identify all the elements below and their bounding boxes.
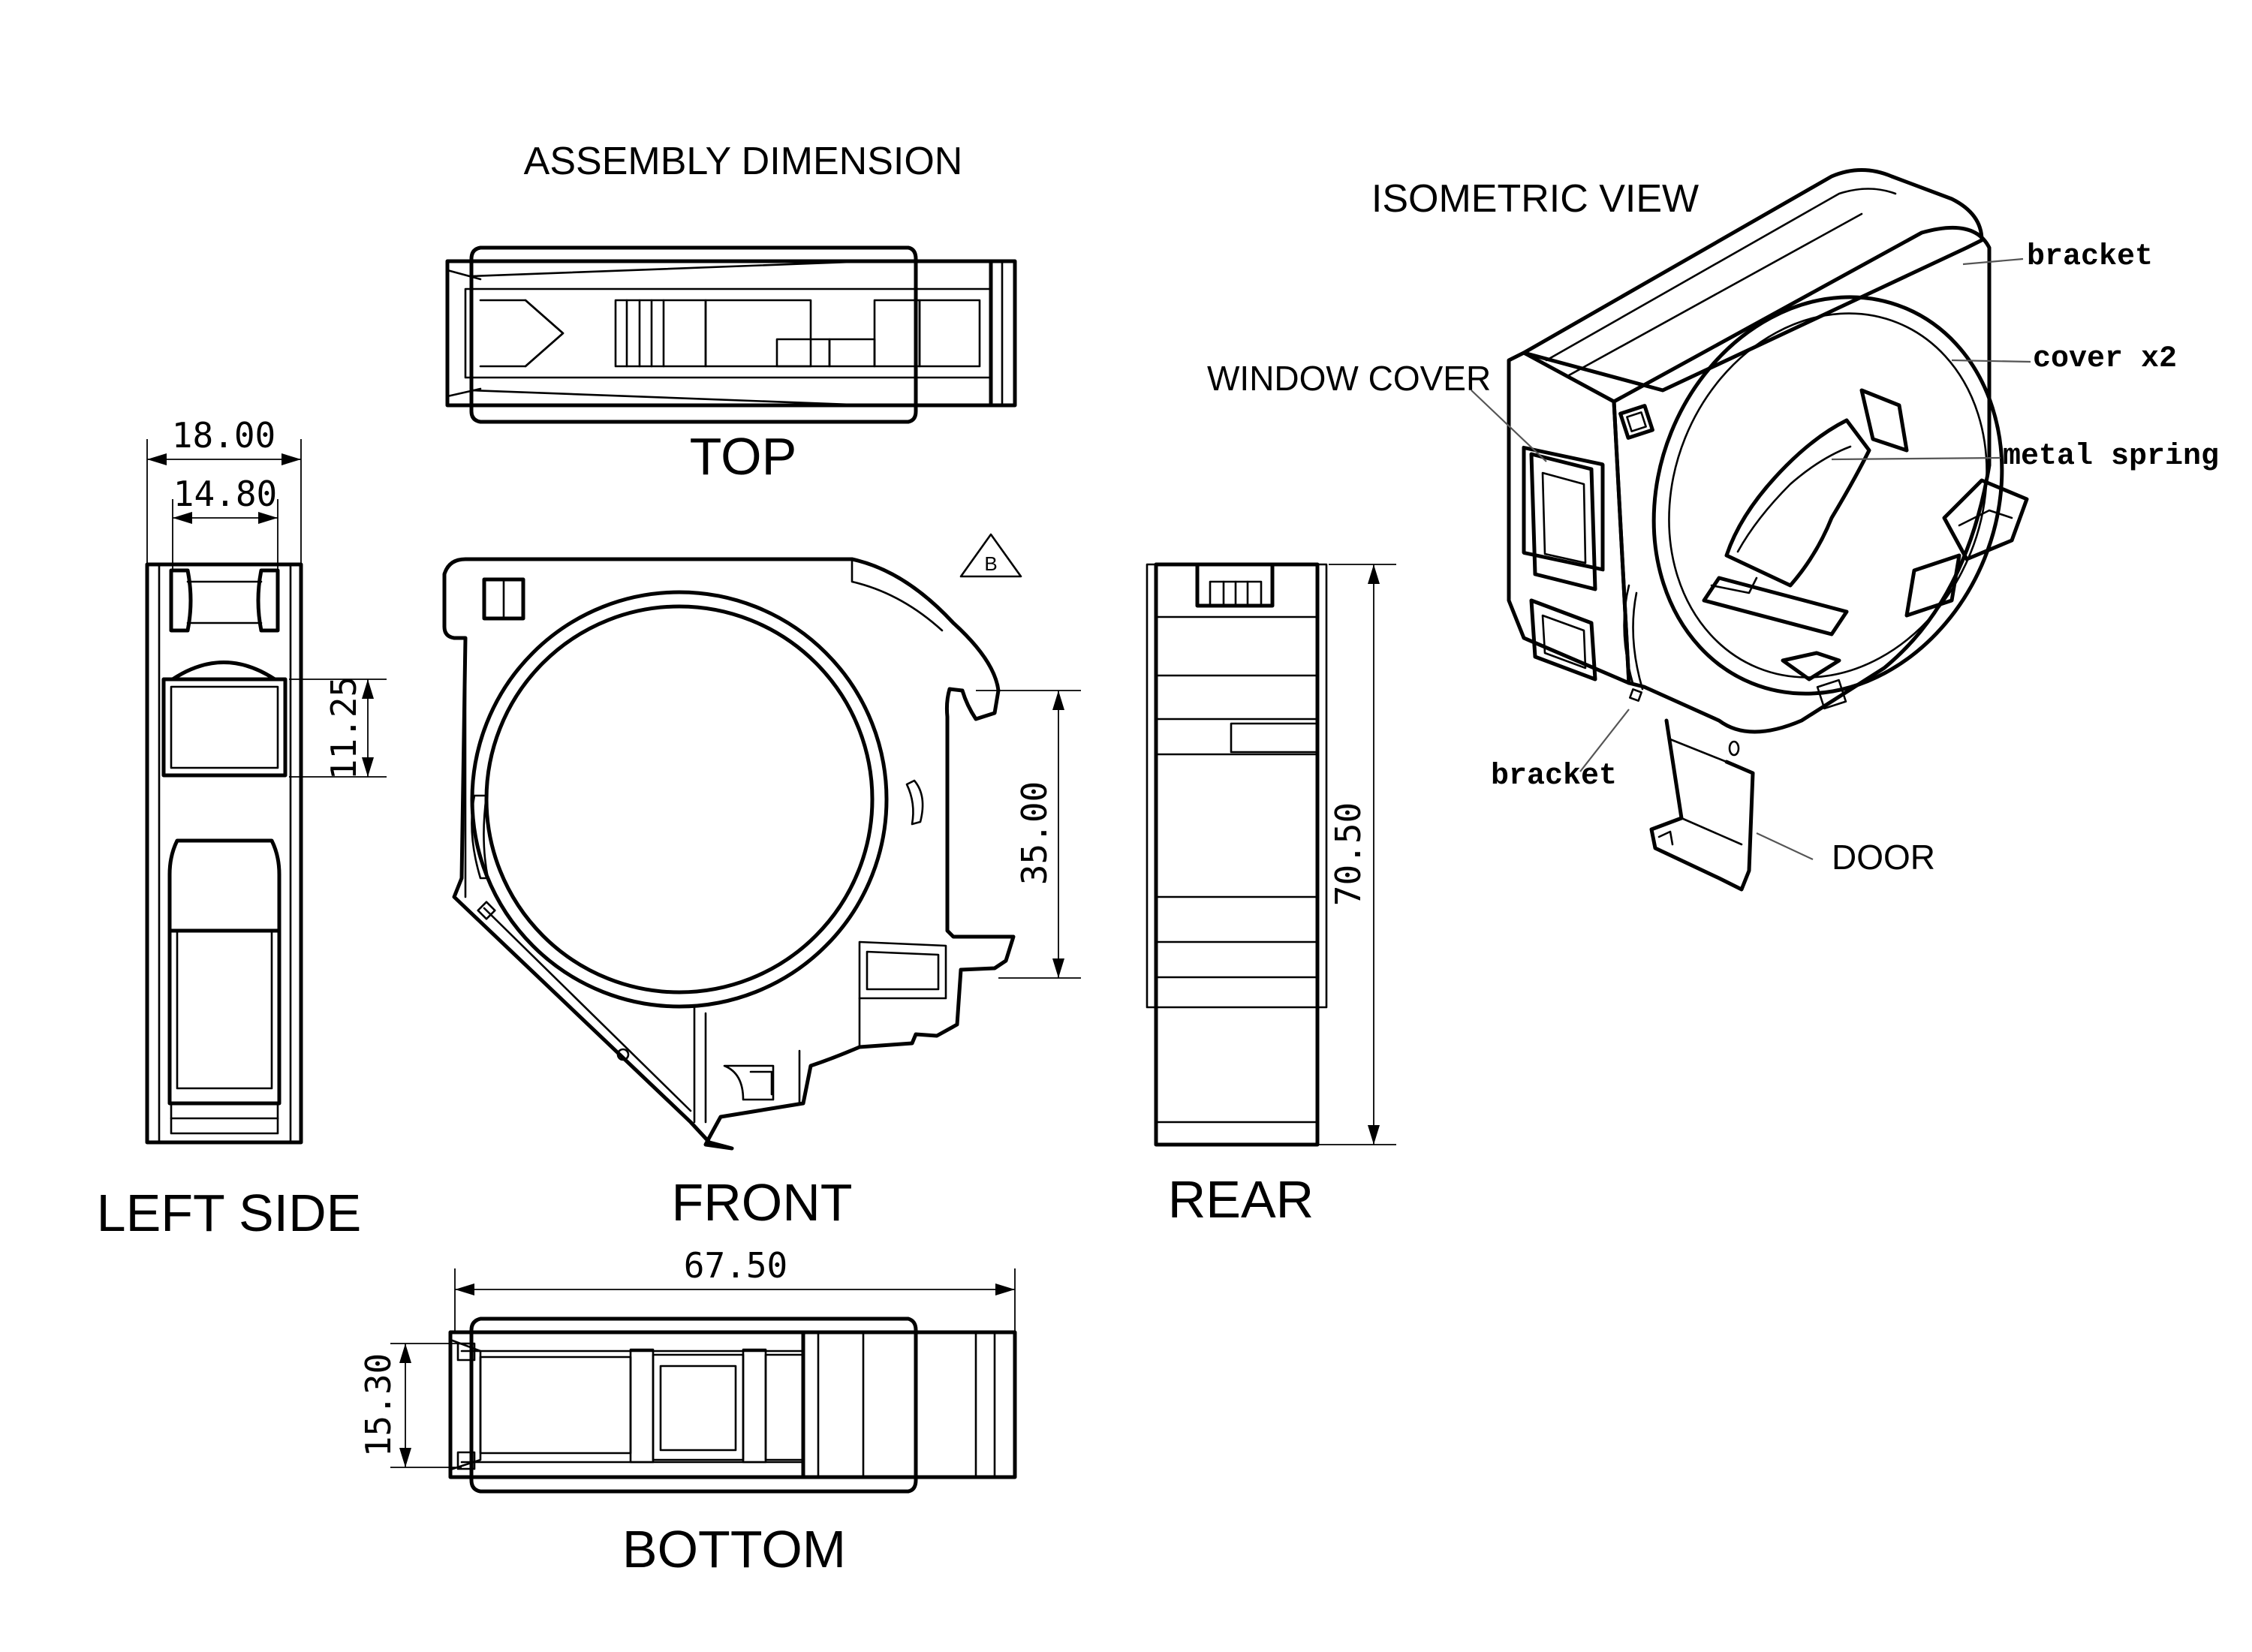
callout-cover: cover x2 (2033, 342, 2177, 376)
callout-metal-spring: metal spring (2003, 440, 2219, 474)
callout-door: DOOR (1832, 838, 1935, 877)
bottom-view-label: BOTTOM (622, 1520, 846, 1578)
front-view (442, 557, 1016, 1151)
callout-window-cover: WINDOW COVER (1207, 359, 1491, 398)
left-side-dimensions (146, 439, 387, 778)
rear-view (1146, 562, 1328, 1147)
bottom-dimensions (390, 1268, 1016, 1468)
callout-bracket-bottom: bracket (1491, 760, 1617, 793)
left-side-view-label: LEFT SIDE (97, 1184, 362, 1242)
left-side-view (145, 562, 303, 1145)
rear-view-label: REAR (1168, 1170, 1314, 1229)
dim-width-outer: 18.00 (172, 415, 275, 456)
revision-triangle: B (959, 533, 1022, 578)
revision-mark: B (984, 552, 997, 575)
assembly-dimension-title: ASSEMBLY DIMENSION (524, 140, 963, 183)
front-inner-circle (484, 604, 875, 995)
callout-leaders (1471, 257, 2031, 860)
dim-width-inner: 14.80 (173, 474, 277, 514)
bottom-view (448, 1316, 1017, 1494)
iso-front-ring (1651, 295, 2004, 696)
top-view (445, 245, 1017, 424)
iso-window-cover (1522, 445, 1605, 572)
top-view-label: TOP (690, 427, 797, 486)
dim-overall-length: 67.50 (684, 1245, 787, 1286)
dim-bottom-width: 15.30 (358, 1353, 399, 1457)
isometric-view-title: ISOMETRIC VIEW (1371, 177, 1699, 221)
dim-rear-height: 70.50 (1328, 802, 1368, 906)
isometric-view (1507, 168, 2029, 892)
dim-window-height: 11.25 (324, 676, 364, 780)
front-view-label: FRONT (671, 1173, 852, 1232)
rear-dimensions (1317, 564, 1396, 1145)
dim-front-height: 35.00 (1014, 781, 1055, 885)
left-window-opening (161, 677, 288, 778)
callout-bracket-top: bracket (2027, 240, 2153, 274)
front-dimensions (976, 690, 1081, 979)
front-outer-circle (470, 590, 889, 1009)
